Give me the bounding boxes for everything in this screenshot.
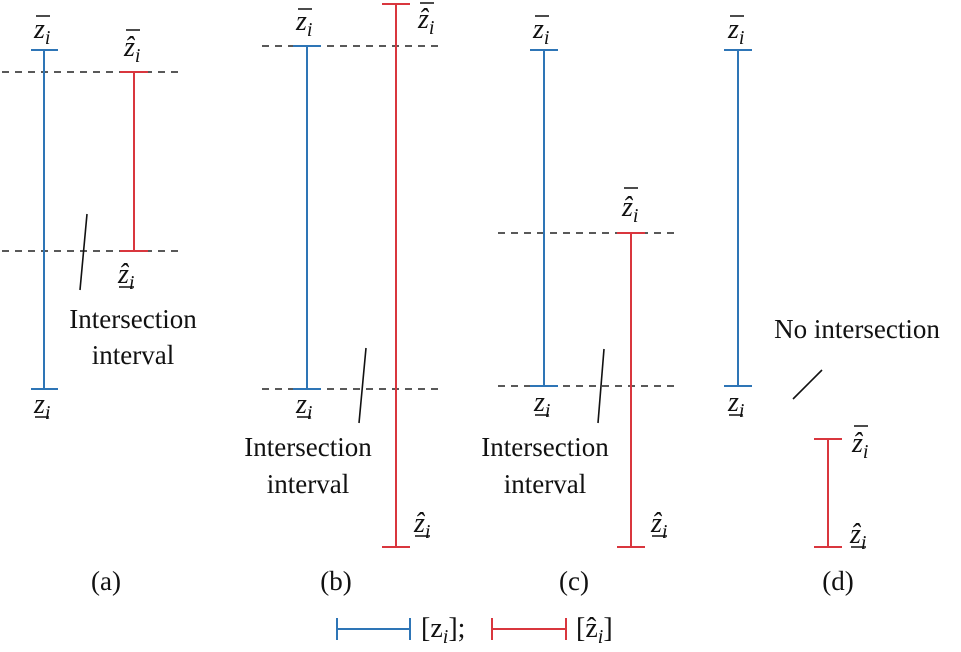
panel-caption-c: (c): [559, 566, 589, 596]
red-interval-c: [617, 232, 645, 548]
panel-c: zi ẑi zi ẑi Intersection interval (c): [481, 14, 680, 596]
blue-interval-a: [31, 49, 58, 390]
zhat-lower-label-b: ẑi: [413, 508, 430, 543]
legend-red-label: [ẑi]: [576, 613, 613, 648]
panel-b: zi ẑi zi ẑi Intersection interval (b): [244, 2, 442, 596]
intersection-label-a-2: interval: [92, 340, 174, 370]
panel-caption-a: (a): [91, 566, 121, 596]
legend-blue-label: [zi];: [421, 613, 465, 648]
blue-interval-d: [724, 49, 752, 387]
panel-caption-b: (b): [320, 566, 351, 596]
z-lower-label-a: zi: [33, 389, 50, 424]
intersection-label-a-1: Intersection: [69, 304, 197, 334]
pointer-a: [79, 213, 88, 291]
legend-red-swatch: [491, 618, 567, 640]
panel-d: zi zi ẑi ẑi No intersection (d): [724, 14, 940, 596]
pointer-b: [358, 347, 367, 424]
intersection-label-c-2: interval: [504, 469, 586, 499]
zhat-upper-label-d: ẑi: [851, 428, 868, 463]
red-interval-d: [814, 438, 842, 548]
zhat-lower-label-d: ẑi: [849, 519, 866, 554]
z-upper-label-d: zi: [727, 14, 744, 49]
zhat-upper-label-b: ẑi: [417, 4, 434, 39]
blue-interval-c: [530, 49, 558, 387]
z-lower-label-b: zi: [295, 389, 312, 424]
legend-blue-swatch: [336, 618, 411, 640]
z-upper-label-a: zi: [33, 14, 50, 49]
zhat-lower-label-a: ẑi: [117, 259, 134, 294]
pointer-d: [792, 369, 823, 400]
zhat-lower-label-c: ẑi: [650, 508, 667, 543]
z-upper-label-c: zi: [532, 14, 549, 49]
intersection-label-b-1: Intersection: [244, 432, 372, 462]
panel-a: zi ẑi ẑi zi Intersection interval (a): [2, 14, 197, 596]
zhat-upper-label-c: ẑi: [621, 192, 638, 227]
z-lower-label-d: zi: [727, 387, 744, 422]
legend: [zi]; [ẑi]: [336, 613, 613, 648]
intersection-label-c-1: Intersection: [481, 432, 609, 462]
zhat-upper-label-a: ẑi: [123, 32, 140, 67]
red-interval-b: [382, 3, 410, 548]
panel-caption-d: (d): [822, 566, 853, 596]
no-intersection-label: No intersection: [774, 314, 940, 344]
z-upper-label-b: zi: [295, 6, 312, 41]
pointer-c: [597, 348, 605, 424]
blue-interval-b: [293, 45, 321, 390]
red-interval-a: [120, 71, 148, 252]
intersection-label-b-2: interval: [267, 469, 349, 499]
z-lower-label-c: zi: [533, 387, 550, 422]
